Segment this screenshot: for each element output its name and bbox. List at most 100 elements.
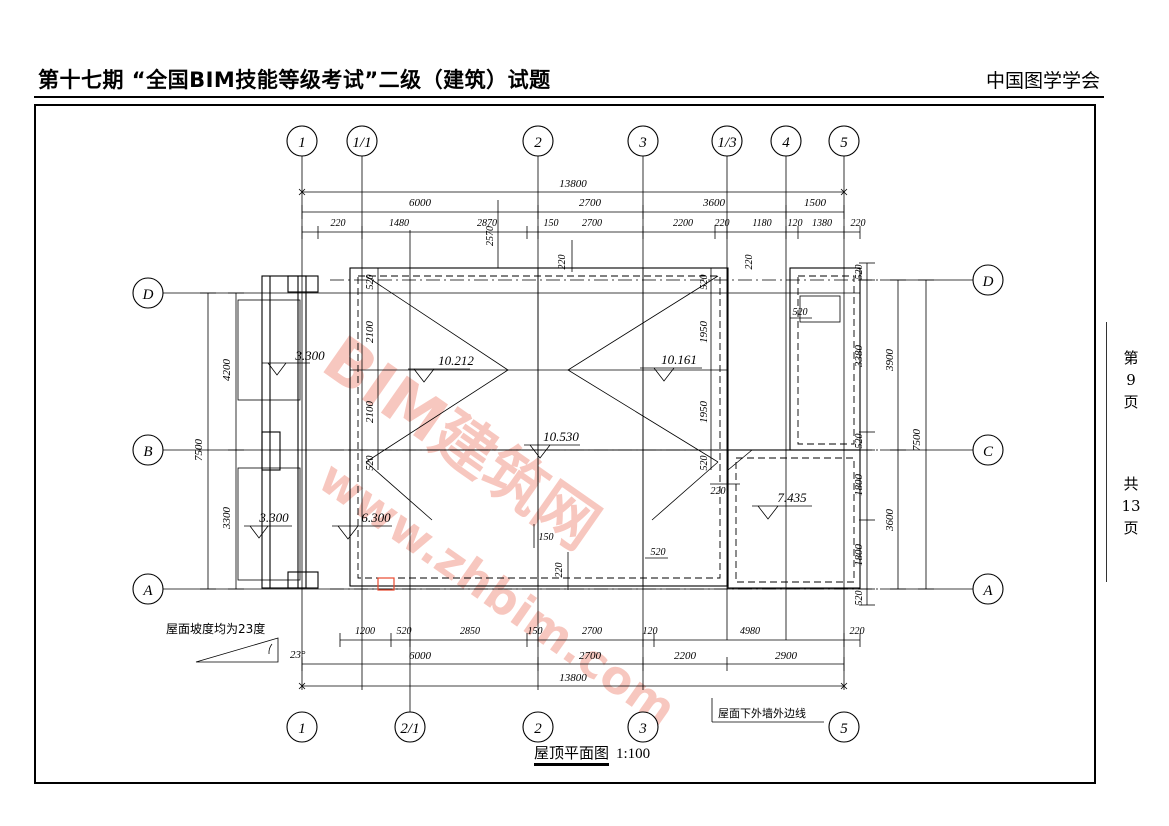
dim-top3-2: 2870 (477, 218, 497, 229)
elevation-value-1: 3.300 (258, 510, 289, 525)
dim-top2-3: 1500 (804, 197, 827, 209)
dim-bot1-2: 2850 (460, 626, 480, 637)
dim-top3-7: 1180 (752, 218, 771, 229)
elevation-marker-3300-lower: 3.300 (244, 510, 292, 539)
grid-label-bottom-4: 5 (840, 721, 848, 737)
elevation-value-2: 6.300 (361, 510, 391, 525)
dim-int-520c: 520 (699, 275, 710, 290)
interior-dimensions: 2570 220 520 2100 2100 520 220 520 1950 … (364, 200, 812, 590)
dim-top3-1: 1480 (389, 218, 409, 229)
dim-bot1-6: 4980 (740, 626, 760, 637)
edge-note-leader (711, 698, 824, 723)
dim-right-4: 1800 (853, 544, 865, 567)
grid-label-right-0: D (982, 274, 994, 290)
elevation-marker-10212: 10.212 (408, 353, 474, 383)
dim-bot1-5: 120 (643, 626, 658, 637)
dim-top3-10: 220 (851, 218, 866, 229)
dim-top2-0: 6000 (409, 197, 432, 209)
grid-label-bottom-1: 2/1 (400, 721, 419, 737)
plan-title-text: 屋顶平面图 (534, 744, 610, 766)
grid-label-bottom-2: 2 (534, 721, 542, 737)
elevation-marker-7435: 7.435 (752, 490, 812, 520)
grid-label-top-1: 1/1 (352, 135, 371, 151)
grid-label-top-0: 1 (298, 135, 306, 151)
dim-top3-5: 2200 (673, 218, 693, 229)
dim-bottom-overall: 13800 (559, 672, 587, 684)
grid-label-bottom-0: 1 (298, 721, 306, 737)
dim-int-220c: 220 (711, 486, 726, 497)
grid-bubbles-bottom: 1 2/1 2 3 5 (286, 230, 860, 743)
header-divider (34, 96, 1104, 98)
dim-left-inner-0: 4200 (221, 359, 233, 382)
dim-int-150: 150 (539, 532, 554, 543)
grid-label-top-4: 1/3 (717, 135, 736, 151)
dim-top3-8: 120 (788, 218, 803, 229)
dim-left-inner-1: 3300 (221, 507, 233, 531)
slope-symbol: 23° (195, 637, 306, 663)
elevation-value-5: 10.161 (661, 352, 697, 367)
grid-label-top-2: 2 (534, 135, 542, 151)
dim-int-2100a: 2100 (364, 321, 376, 344)
dim-top-overall: 13800 (559, 178, 587, 190)
dim-right-overall: 7500 (911, 429, 923, 452)
grid-label-left-2: A (142, 583, 153, 599)
page-title: 第十七期 “全国BIM技能等级考试”二级（建筑）试题 (38, 68, 551, 92)
dim-right-3: 1800 (853, 474, 865, 497)
dim-int-520b: 520 (365, 456, 376, 471)
dim-right-1: 3380 (853, 345, 865, 369)
dim-top2-2: 3600 (702, 197, 726, 209)
elevation-marker-6300: 6.300 (332, 510, 392, 540)
dimension-chain-top-overall: 13800 (298, 178, 848, 196)
elevation-value-4: 10.530 (543, 429, 579, 444)
grid-label-right-1: C (983, 444, 994, 460)
dim-int-520a: 520 (365, 275, 376, 290)
elevation-markers: 3.300 3.300 6.300 10.212 (244, 348, 812, 540)
grid-label-top-6: 5 (840, 135, 848, 151)
dim-int-220a: 220 (557, 255, 568, 270)
dim-int-520e: 520 (793, 307, 808, 318)
dimension-chain-bottom-row1: 1200 520 2850 150 2700 120 4980 220 (339, 626, 865, 647)
margin-divider (1106, 322, 1107, 582)
dimension-chain-top-row3: 220 1480 2870 150 2700 2200 220 1180 120… (301, 218, 866, 239)
elevation-marker-10530: 10.530 (524, 429, 580, 459)
grid-label-bottom-3: 3 (638, 721, 647, 737)
elevation-marker-3300-upper: 3.300 (262, 348, 325, 376)
dim-top2-1: 2700 (579, 197, 602, 209)
dim-bot1-4: 2700 (582, 626, 602, 637)
dim-right-5: 520 (854, 591, 865, 606)
dim-bot1-1: 520 (397, 626, 412, 637)
dim-top3-3: 150 (544, 218, 559, 229)
grid-bubbles-right: D C A (880, 264, 1004, 605)
dim-bot2-2: 2200 (674, 650, 697, 662)
dim-bot2-0: 6000 (409, 650, 432, 662)
dim-int-520d: 520 (699, 456, 710, 471)
dim-bot2-3: 2900 (775, 650, 798, 662)
grid-label-left-0: D (142, 287, 154, 303)
slope-note: 屋面坡度均为23度 (166, 622, 266, 636)
dim-left-overall: 7500 (193, 439, 205, 462)
dim-bot1-7: 220 (850, 626, 865, 637)
slope-angle-label: 23° (290, 649, 306, 661)
drawing-frame (34, 104, 1096, 784)
grid-label-left-1: B (143, 444, 152, 460)
dimension-chain-top-row2: 6000 2700 3600 1500 (301, 197, 845, 219)
dim-top3-4: 2700 (582, 218, 602, 229)
dimension-chain-left: 7500 4200 3300 (193, 292, 244, 590)
dim-int-1950a: 1950 (698, 321, 710, 344)
grid-bubbles-top: 1 1/1 2 3 1/3 4 5 (286, 125, 860, 690)
grid-label-right-2: A (982, 583, 993, 599)
dimension-chain-bottom-overall: 13800 (298, 672, 848, 690)
grid-bubbles-left: D B A (132, 277, 860, 605)
plan-scale: 1:100 (616, 746, 651, 762)
dim-int-220b: 220 (744, 255, 755, 270)
dim-right-mid-0: 3900 (884, 349, 896, 373)
dim-bot1-0: 1200 (355, 626, 375, 637)
organization-label: 中国图学学会 (986, 70, 1101, 92)
roof-edge-note: 屋面下外墙外边线 (718, 707, 806, 720)
roof-outline (237, 267, 880, 591)
dimension-chain-right: 520 3380 520 1800 1800 520 3900 3600 750… (853, 262, 934, 606)
grid-label-top-5: 4 (782, 135, 790, 151)
